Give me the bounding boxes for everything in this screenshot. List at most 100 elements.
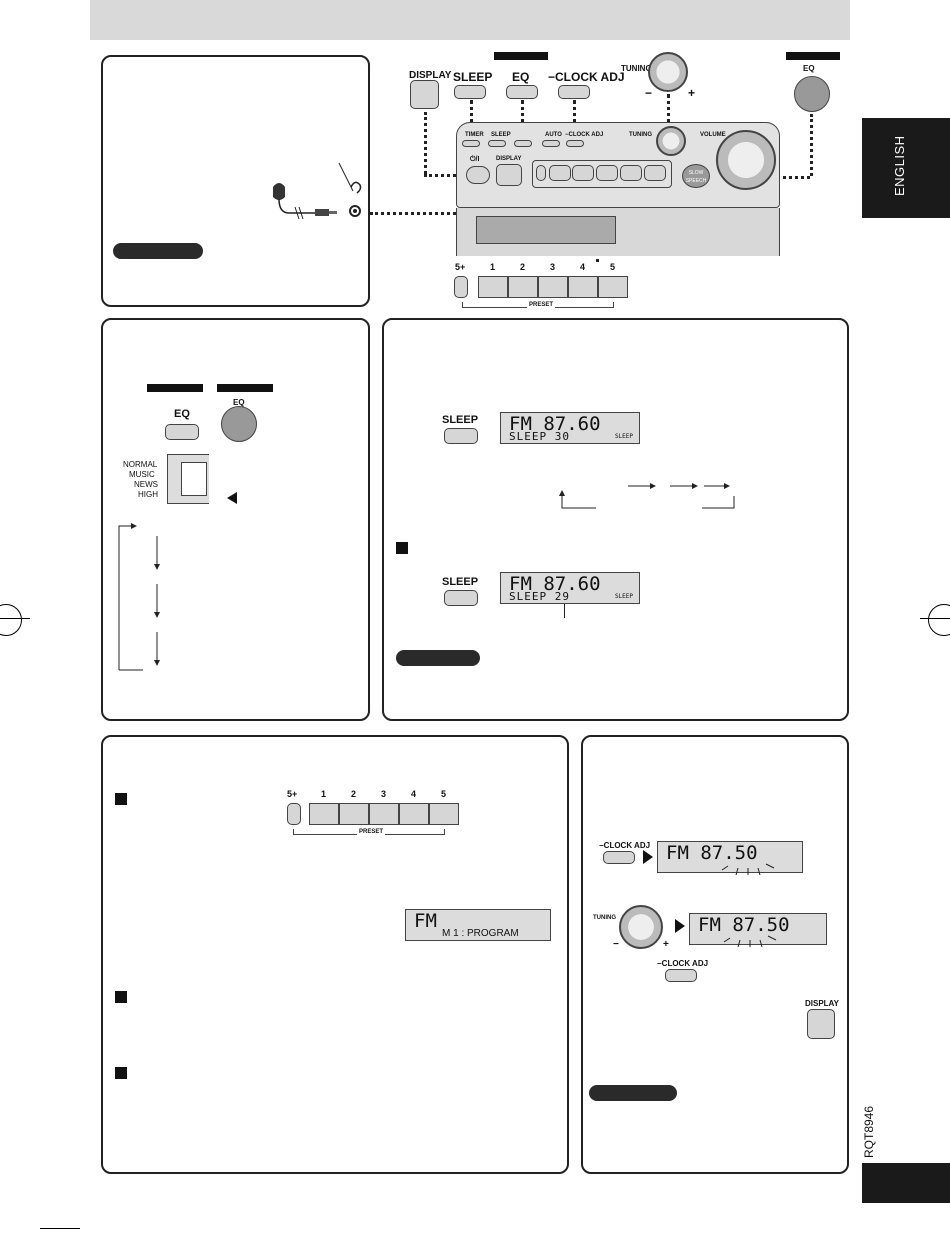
clock-note-pill xyxy=(589,1085,677,1101)
preset-shift-button[interactable] xyxy=(454,276,468,298)
eq-pointer-icon xyxy=(227,492,237,504)
preset-4-small[interactable] xyxy=(620,165,642,181)
clock-adj-button-p5-2[interactable] xyxy=(665,969,697,982)
tuning-label-p5: TUNING xyxy=(593,915,616,921)
tuning-label-small: TUNING xyxy=(629,132,652,138)
power-button[interactable] xyxy=(466,166,490,184)
registration-mark-right xyxy=(928,604,950,636)
display-button-p5[interactable] xyxy=(807,1009,835,1039)
display-button[interactable] xyxy=(410,80,439,109)
panel-headphones xyxy=(101,55,370,307)
preset-shift-label: 5+ xyxy=(455,262,466,272)
panel-clock: −CLOCK ADJ FM 87.50 TUNING − + FM 87.50 … xyxy=(581,735,849,1174)
clock-adj-button-small[interactable] xyxy=(566,140,584,147)
eq-leader xyxy=(521,100,524,130)
note-pill xyxy=(113,243,203,259)
tuning-knob-p5[interactable] xyxy=(619,905,663,949)
preset-5-button[interactable] xyxy=(598,276,628,298)
clock-adj-label-p5-2: −CLOCK ADJ xyxy=(657,959,709,968)
power-label: ⏻/I xyxy=(470,156,480,163)
p4-shift-button[interactable] xyxy=(287,803,301,825)
tuning-label: TUNING xyxy=(621,64,652,73)
p4-2-button[interactable] xyxy=(339,803,369,825)
sleep-cycle-arrows-icon xyxy=(559,483,735,509)
p4-1-label: 1 xyxy=(321,789,327,799)
preset-4-label: 4 xyxy=(580,262,586,272)
eq-panel-label-2: EQ xyxy=(233,398,245,407)
auto-button[interactable] xyxy=(542,140,560,147)
p4-shift-label: 5+ xyxy=(287,789,298,799)
eq-button-round[interactable] xyxy=(794,76,830,112)
sleep-lcd-1-tag: SLEEP xyxy=(614,433,633,440)
panel-sleep: SLEEP FM 87.60 SLEEP 30 SLEEP SLEEP FM 8… xyxy=(382,318,849,721)
sleep-bullet xyxy=(396,542,408,554)
eq-panel-button-round[interactable] xyxy=(221,406,257,442)
preset-5-small[interactable] xyxy=(644,165,666,181)
eq-button-small[interactable] xyxy=(514,140,532,147)
sleep-label-small: SLEEP xyxy=(491,132,511,138)
eq-mode-normal: NORMAL xyxy=(123,460,158,469)
sleep-label: SLEEP xyxy=(453,70,493,84)
eq-mode-news: NEWS xyxy=(134,480,158,489)
p4-1-button[interactable] xyxy=(309,803,339,825)
p4-4-button[interactable] xyxy=(399,803,429,825)
sleep-panel-button-1[interactable] xyxy=(444,428,478,444)
p4-5-label: 5 xyxy=(441,789,447,799)
p4-5-button[interactable] xyxy=(429,803,459,825)
sleep-lcd-1: FM 87.60 SLEEP 30 SLEEP xyxy=(500,412,640,444)
headphone-jack-icon xyxy=(338,162,362,217)
display-label-p5: DISPLAY xyxy=(805,999,839,1008)
presets-bullet-2 xyxy=(115,991,127,1003)
preset-panel xyxy=(532,160,672,188)
sleep-button-small[interactable] xyxy=(488,140,506,147)
sleep-leader xyxy=(470,100,473,130)
clock-step-arrow-2-icon xyxy=(675,919,685,933)
presets-bullet-1 xyxy=(115,793,127,805)
sleep-panel-label-1: SLEEP xyxy=(442,414,479,426)
clock-adj-button-p5-1[interactable] xyxy=(603,851,635,864)
slow-speech-button[interactable]: SLOW SPEECH xyxy=(682,164,710,188)
timer-button[interactable] xyxy=(462,140,480,147)
sleep-panel-label-2: SLEEP xyxy=(442,576,479,588)
clock-adj-button[interactable] xyxy=(558,85,590,99)
clock-adj-label-small: −CLOCK ADJ xyxy=(565,132,604,138)
eq-round-leader xyxy=(810,114,813,176)
volume-knob[interactable] xyxy=(716,130,776,190)
sleep-lcd-2: FM 87.60 SLEEP 29 SLEEP xyxy=(500,572,640,604)
tuning-knob[interactable] xyxy=(648,52,688,92)
preset-1-small[interactable] xyxy=(549,165,571,181)
registration-mark-left xyxy=(0,604,22,636)
radio-display-window xyxy=(476,216,616,244)
tuning-knob-small[interactable] xyxy=(656,126,686,156)
preset-4-button[interactable] xyxy=(568,276,598,298)
eq-panel-button[interactable] xyxy=(165,424,199,440)
eq-model-bar-2 xyxy=(217,384,273,392)
preset-shift-small[interactable] xyxy=(536,165,546,181)
language-tab: ENGLISH xyxy=(862,118,950,218)
sleep-panel-button-2[interactable] xyxy=(444,590,478,606)
sleep-button[interactable] xyxy=(454,85,486,99)
blink-rays-2-icon xyxy=(723,935,777,948)
p4-3-button[interactable] xyxy=(369,803,399,825)
preset-2-button[interactable] xyxy=(508,276,538,298)
preset-1-button[interactable] xyxy=(478,276,508,298)
eq-button[interactable] xyxy=(506,85,538,99)
p4-preset-label: PRESET xyxy=(357,829,386,835)
program-lcd-memory: M 1 : PROGRAM xyxy=(442,928,519,939)
blink-rays-1-icon xyxy=(721,863,775,876)
preset-2-small[interactable] xyxy=(572,165,594,181)
tuning-plus: + xyxy=(688,86,696,100)
preset-3-small[interactable] xyxy=(596,165,618,181)
display-label: DISPLAY xyxy=(409,70,452,81)
display-button-small[interactable] xyxy=(496,164,522,186)
volume-label: VOLUME xyxy=(700,132,726,138)
sleep-lcd-2-sleep: SLEEP 29 xyxy=(509,590,570,603)
eq-label: EQ xyxy=(512,70,530,84)
crop-mark-bottom xyxy=(40,1228,80,1229)
eq-cycle-arrows-icon xyxy=(118,523,160,671)
model-bar-1 xyxy=(494,52,548,60)
doc-code: RQT8946 xyxy=(862,1105,876,1158)
jack-leader xyxy=(370,212,456,215)
preset-3-button[interactable] xyxy=(538,276,568,298)
clock-leader xyxy=(573,100,576,130)
